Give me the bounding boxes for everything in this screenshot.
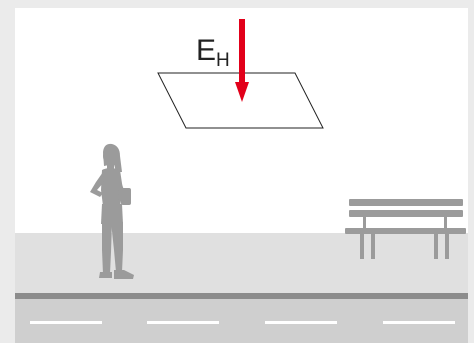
lane-marking [30,321,102,324]
lane-marking [265,321,337,324]
lane-marking [383,321,455,324]
sidewalk [15,233,468,295]
curb [15,293,468,299]
lane-marking [147,321,219,324]
label-main: E [196,34,216,67]
label-subscript: H [216,50,230,71]
